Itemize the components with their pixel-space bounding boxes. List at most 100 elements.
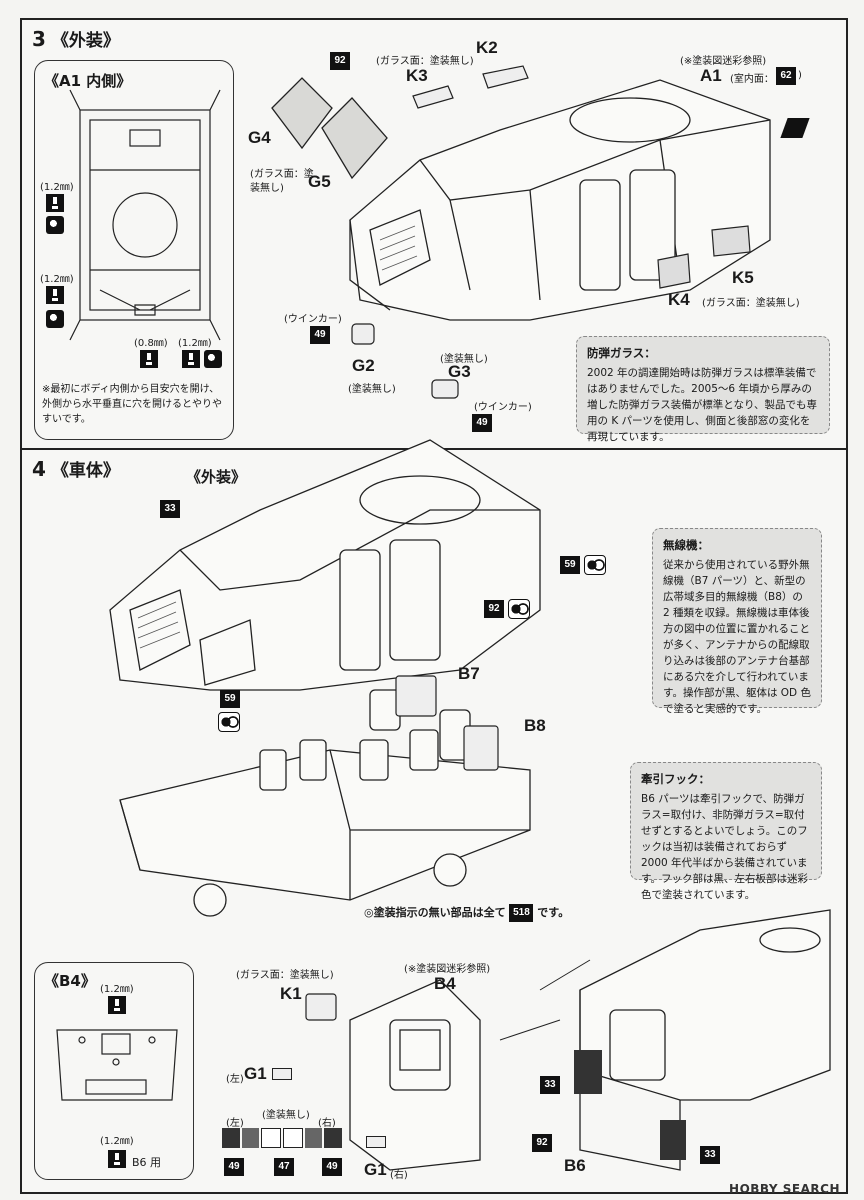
step4-title: 4 《車体》 (32, 456, 120, 481)
g1-right-shape (366, 1136, 386, 1148)
a1-inner-inset (34, 60, 234, 440)
label-glass-no-paint-g5: (ガラス面：塗装無し) (250, 169, 314, 194)
label-winker-g2: (ウインカー) (284, 314, 342, 325)
part-b8: B8 (524, 716, 546, 735)
label-interior-close: ) (798, 70, 802, 81)
hole-icon (204, 350, 222, 368)
label-paint-ref-b4: (※塗装図迷彩参照) (404, 964, 491, 975)
part-g1-left: G1 (244, 1064, 267, 1083)
part-b6: B6 (564, 1156, 586, 1175)
paint-59-upper: 59 (560, 556, 580, 574)
label-no-paint-g1: (塗装無し) (262, 1110, 310, 1121)
chassis-drawing (119, 689, 531, 917)
note-tow-hook: 牽引フック： B6 パーツは牽引フックで、防弾ガラス=取付け、非防弾ガラス=取付… (630, 762, 822, 901)
paint-518: 518 (509, 904, 534, 922)
label-left: (左) (226, 1118, 244, 1129)
paint-33-right: 33 (700, 1146, 720, 1164)
drill-icon (46, 194, 64, 212)
swatch-mid (304, 1128, 323, 1148)
label-right: (右) (318, 1118, 336, 1129)
a1-mm-3: (0.8㎜) (134, 338, 168, 349)
hole-combo-icon (508, 599, 530, 619)
g1-swatch-row (222, 1128, 343, 1148)
paint-instruction-suffix: です。 (537, 906, 570, 919)
part-g3: G3 (448, 362, 471, 381)
part-k1-shape (305, 993, 337, 1021)
drill-icon (108, 996, 126, 1014)
paint-92-upper: 92 (484, 600, 504, 618)
parts-k4-k5 (657, 225, 751, 289)
swatch-clear (283, 1128, 303, 1148)
label-g1-left-side: (左) (226, 1074, 244, 1085)
label-b6-use: B6 用 (132, 1156, 162, 1169)
upper-body-drawing (109, 439, 541, 691)
a1-inset-note: ※最初にボディ内側から目安穴を開け、外側から水平垂直に穴を開けるとやりやすいです… (42, 384, 222, 425)
paint-47: 47 (274, 1158, 294, 1176)
parts-g2-g3 (351, 323, 459, 399)
drill-icon (140, 350, 158, 368)
paint-instruction: ◎塗装指示の無い部品は全て 518 です。 (364, 904, 569, 922)
note-radio-title: 無線機： (663, 538, 709, 552)
paint-92-b6: 92 (532, 1134, 552, 1152)
label-no-paint-g3: (塗装無し) (440, 354, 488, 365)
note-hook-title: 牽引フック： (641, 772, 710, 786)
radios-b7-b8 (395, 675, 499, 771)
drill-icon (182, 350, 200, 368)
step3-title: 3 《外装》 (32, 26, 120, 51)
hole-combo-icon (584, 555, 606, 575)
swatch-mid (241, 1128, 260, 1148)
swatch-dark (222, 1128, 240, 1148)
hole-icon (46, 216, 64, 234)
b4-mm-bottom: (1.2㎜) (100, 1136, 134, 1147)
part-g2: G2 (352, 356, 375, 375)
label-winker-g3: (ウインカー) (474, 402, 532, 413)
part-b7: B7 (458, 664, 480, 683)
a1-mm-2: (1.2㎜) (40, 274, 74, 285)
hole-icon (46, 310, 64, 328)
b4-inset-drawing (56, 1029, 178, 1101)
paint-49-g2: 49 (310, 326, 330, 344)
paint-49-left: 49 (224, 1158, 244, 1176)
label-glass-no-paint-k3: (ガラス面：塗装無し) (376, 56, 474, 67)
b4-inset-title: 《B4》 (44, 972, 96, 990)
step3-heading: 《外装》 (51, 31, 120, 51)
drill-icon (108, 1150, 126, 1168)
note-glass-body: 2002 年の調達開始時は防弾ガラスは標準装備ではありませんでした。2005～6… (587, 367, 818, 443)
parts-k2-k3 (412, 65, 529, 109)
step4-number: 4 (32, 457, 46, 481)
step4-heading: 《車体》 (51, 461, 120, 481)
b4-rear-panel (349, 979, 481, 1171)
part-k2: K2 (476, 38, 498, 57)
hole-combo-icon (218, 712, 240, 732)
note-glass-title: 防弾ガラス： (587, 346, 656, 360)
part-g1-right: G1 (364, 1160, 387, 1179)
note-bulletproof-glass: 防弾ガラス： 2002 年の調達開始時は防弾ガラスは標準装備ではありませんでした… (576, 336, 830, 443)
b4-mm-top: (1.2㎜) (100, 984, 134, 995)
part-g5: G5 (308, 172, 331, 191)
part-k3: K3 (406, 66, 428, 85)
label-glass-no-paint-k1: (ガラス面：塗装無し) (236, 970, 334, 981)
swatch-clear (261, 1128, 282, 1148)
paint-49-g3: 49 (472, 414, 492, 432)
part-k4: K4 (668, 290, 690, 309)
g1-left-shape (272, 1068, 292, 1080)
paint-62: 62 (776, 67, 796, 85)
label-no-paint-g2: (塗装無し) (348, 384, 396, 395)
rear-view-assembled (499, 909, 831, 1171)
note-hook-body: B6 パーツは牽引フックで、防弾ガラス=取付け、非防弾ガラス=取付せずとするとよ… (641, 793, 808, 901)
a1-mm-1: (1.2㎜) (40, 182, 74, 193)
a1-inset-title: 《A1 内側》 (44, 72, 132, 90)
paint-49-right: 49 (322, 1158, 342, 1176)
note-radio-body: 従来から使用されている野外無線機（B7 パーツ）と、新型の広帯域多目的無線機（B… (663, 559, 811, 715)
label-glass-no-paint-k4: (ガラス面：塗装無し) (702, 298, 800, 309)
label-paint-ref-a1: (※塗装図迷彩参照) (680, 56, 767, 67)
a1-inner-drawing (69, 89, 221, 341)
drill-icon (46, 286, 64, 304)
paint-59-lower: 59 (220, 690, 240, 708)
paint-33-left: 33 (540, 1076, 560, 1094)
paint-33-upper: 33 (160, 500, 180, 518)
step3-number: 3 (32, 27, 46, 51)
glass-panels-g4-g5 (271, 77, 388, 180)
swatch-dark (324, 1128, 343, 1148)
note-radio: 無線機： 従来から使用されている野外無線機（B7 パーツ）と、新型の広帯域多目的… (652, 528, 822, 715)
